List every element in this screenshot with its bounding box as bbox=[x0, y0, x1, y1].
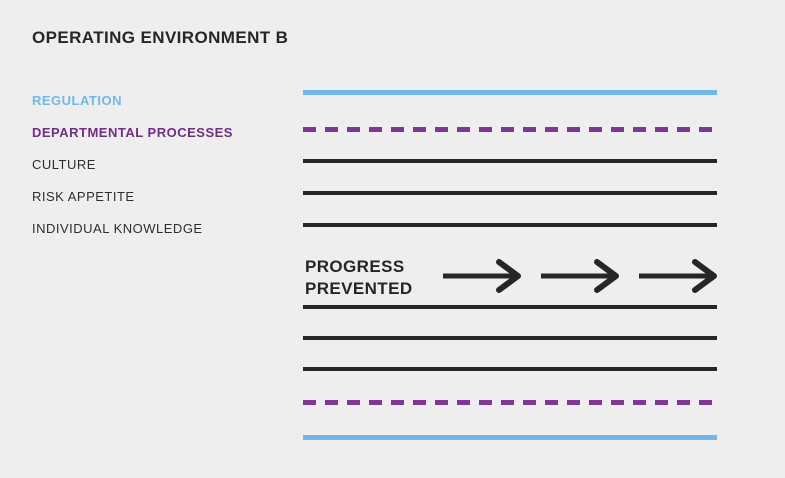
line-individual-knowledge-bottom bbox=[303, 305, 717, 309]
line-risk-appetite-bottom bbox=[303, 336, 717, 340]
line-risk-appetite-top bbox=[303, 191, 717, 195]
right-arrow-icon bbox=[539, 259, 619, 293]
legend-item-culture: CULTURE bbox=[32, 157, 96, 172]
legend-item-regulation: REGULATION bbox=[32, 93, 122, 108]
progress-prevented-line1: PROGRESS bbox=[305, 257, 405, 276]
page-title: OPERATING ENVIRONMENT B bbox=[32, 28, 289, 47]
right-arrow-icon bbox=[637, 259, 717, 293]
line-departmental-processes-bottom bbox=[303, 400, 717, 405]
line-departmental-processes-top bbox=[303, 127, 717, 132]
legend-item-individual-knowledge: INDIVIDUAL KNOWLEDGE bbox=[32, 221, 203, 236]
line-regulation-top bbox=[303, 90, 717, 95]
progress-prevented-line2: PREVENTED bbox=[305, 279, 413, 298]
right-arrow-icon bbox=[441, 259, 521, 293]
line-culture-bottom bbox=[303, 367, 717, 371]
line-regulation-bottom bbox=[303, 435, 717, 440]
legend-item-departmental-processes: DEPARTMENTAL PROCESSES bbox=[32, 125, 233, 140]
line-individual-knowledge-top bbox=[303, 223, 717, 227]
legend-item-risk-appetite: RISK APPETITE bbox=[32, 189, 135, 204]
line-culture-top bbox=[303, 159, 717, 163]
progress-prevented-label: PROGRESS PREVENTED bbox=[305, 256, 413, 300]
